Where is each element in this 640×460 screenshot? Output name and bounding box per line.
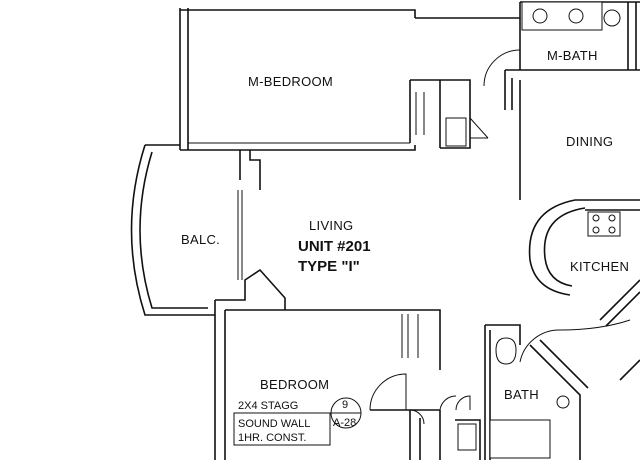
- walls: [130, 1, 640, 460]
- unit-type: TYPE "I": [298, 258, 360, 275]
- kitchen-counter-top: [575, 199, 640, 211]
- kitchen-counter-curve: [528, 199, 586, 296]
- door-kitchen: [559, 319, 631, 331]
- wall-note-line3: 1HR. CONST.: [238, 432, 306, 444]
- room-label-dining: DINING: [566, 134, 613, 149]
- wall-note-line2: SOUND WALL: [238, 418, 310, 430]
- door-wh: [439, 395, 457, 411]
- doors: [369, 49, 631, 425]
- wall-top: [180, 2, 521, 19]
- room-label-kitchen: KITCHEN: [570, 259, 629, 274]
- sink-2-icon: [568, 8, 584, 24]
- wall-living-left: [239, 150, 261, 190]
- door-bedroom: [369, 373, 407, 411]
- wall-note-line1: 2X4 STAGG: [238, 400, 298, 412]
- door-bedroom-closet: [409, 409, 425, 425]
- wall-wh: [439, 410, 481, 460]
- wall-right: [599, 279, 640, 327]
- burner-4-icon: [608, 226, 616, 234]
- cooktop: [587, 211, 621, 237]
- wall-note: 2X4 STAGG SOUND WALL 1HR. CONST.: [233, 400, 331, 446]
- closet-2: [445, 117, 467, 147]
- closet-shelf: [415, 92, 425, 135]
- section-tag-sheet: A-28: [333, 417, 356, 429]
- wall-right-lower: [619, 359, 640, 381]
- water-heater: [457, 423, 477, 451]
- wall-mbed-left: [179, 8, 189, 150]
- balcony-outline: [130, 144, 215, 316]
- wall-bath: [484, 324, 589, 460]
- wall-mbath-right: [627, 2, 637, 70]
- section-tag-number: 9: [342, 399, 348, 411]
- room-label-balcony: BALC.: [181, 232, 220, 247]
- unit-number: UNIT #201: [298, 238, 371, 255]
- wall-closet: [409, 79, 471, 149]
- burner-2-icon: [608, 214, 616, 222]
- sliding-door: [237, 190, 243, 280]
- wall-mbath: [504, 18, 640, 110]
- door-mbed-closet: [469, 117, 489, 139]
- wall-mbed-bottom: [180, 145, 416, 151]
- sink-1-icon: [532, 8, 548, 24]
- bathtub: [489, 419, 551, 459]
- bedroom-closet: [401, 314, 419, 358]
- door-bath: [519, 329, 561, 363]
- room-label-bedroom: BEDROOM: [260, 377, 329, 392]
- room-label-living: LIVING: [309, 218, 353, 233]
- room-label-master-bedroom: M-BEDROOM: [248, 74, 333, 89]
- door-mbath: [483, 49, 521, 87]
- bath-sink-icon: [556, 395, 570, 409]
- toilet-icon: [603, 9, 621, 27]
- door-linen: [455, 395, 471, 411]
- room-label-bath: BATH: [504, 387, 539, 402]
- toilet-bath-icon: [495, 337, 517, 365]
- burner-3-icon: [592, 226, 600, 234]
- room-label-master-bath: M-BATH: [547, 48, 598, 63]
- section-tag: 9 A-28: [330, 397, 362, 429]
- wall-bedroom-bottom: [370, 409, 440, 460]
- burner-1-icon: [592, 214, 600, 222]
- wall-bedroom: [214, 268, 441, 460]
